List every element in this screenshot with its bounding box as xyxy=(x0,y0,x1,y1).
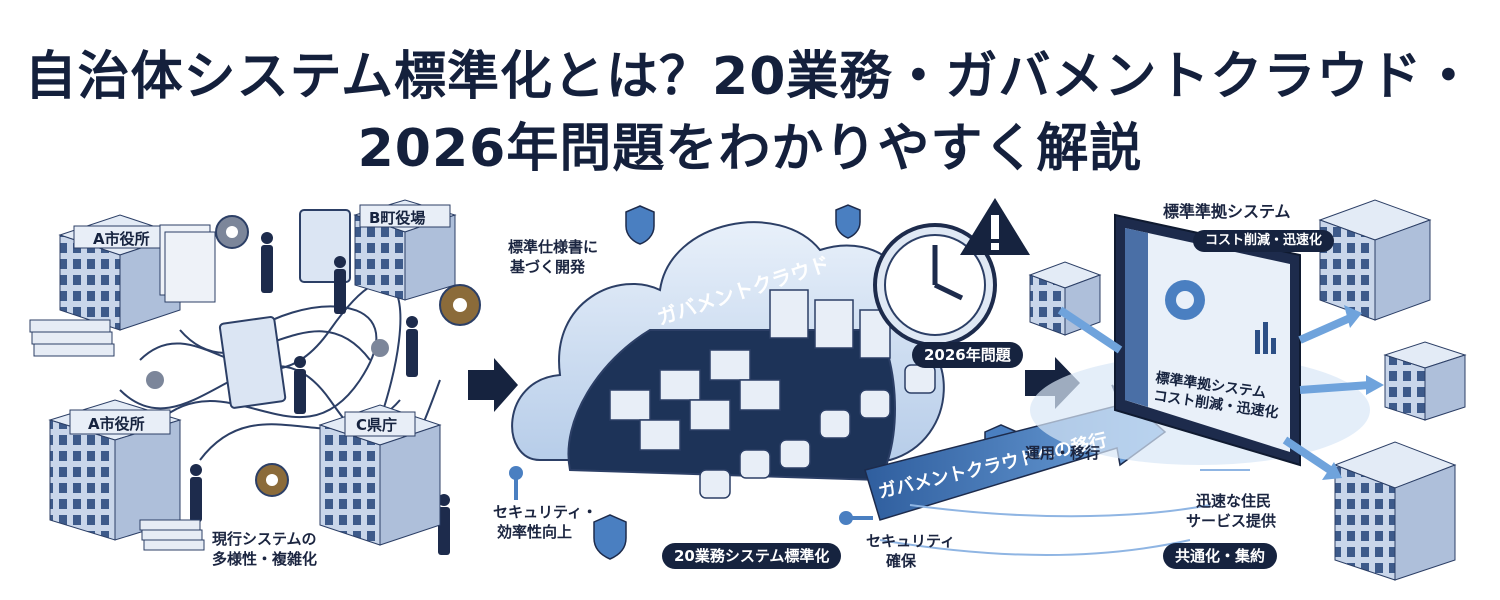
current-system-caption-1: 現行システムの xyxy=(212,530,317,548)
building-b-sign: B町役場 xyxy=(369,209,425,227)
spec-note-2: 基づく開発 xyxy=(510,258,586,276)
monitor xyxy=(1114,213,1301,467)
service-note-2: サービス提供 xyxy=(1186,512,1277,530)
building-a-top xyxy=(58,214,182,331)
building-c xyxy=(318,404,442,546)
standard-system-title: 標準準拠システム xyxy=(1163,202,1291,221)
building-c-sign: C県庁 xyxy=(356,416,397,434)
building-b xyxy=(353,199,457,301)
building-a-top-sign: A市役所 xyxy=(93,230,150,248)
person-icon xyxy=(190,232,450,555)
security-ensure-1: セキュリティ xyxy=(866,532,956,550)
distribution-arrow xyxy=(1057,306,1371,474)
flow-arrow-1 xyxy=(468,358,518,412)
page-title-line-1: 自治体システム標準化とは？20業務・ガバメントクラウド・ xyxy=(24,47,1476,107)
security-ensure-2: 確保 xyxy=(886,552,917,570)
operation-migration: 運用・移行 xyxy=(1025,444,1101,462)
current-system-caption-2: 多様性・複雑化 xyxy=(212,550,318,568)
warning-icon xyxy=(960,198,1030,255)
pill-20-standardization: 20業務システム標準化 xyxy=(662,543,842,569)
pill-cost-reduction: コスト削減・迅速化 xyxy=(1193,230,1335,252)
gear-icon xyxy=(146,215,481,497)
connection-line xyxy=(879,469,1250,556)
security-efficiency-1: セキュリティ・ xyxy=(493,503,598,521)
document-stack-icon xyxy=(139,519,205,551)
pill-common-consolidation: 共通化・集約 xyxy=(1163,543,1278,569)
database-icon xyxy=(699,364,936,499)
page-title-line-2: 2026年問題をわかりやすく解説 xyxy=(357,119,1143,179)
document-stack-icon xyxy=(29,224,216,357)
spec-note-1: 標準仕様書に xyxy=(508,238,599,256)
pill-2026-problem: 2026年問題 xyxy=(912,342,1023,368)
service-note-1: 迅速な住民 xyxy=(1196,492,1272,510)
building-a-bottom xyxy=(48,399,182,541)
security-efficiency-2: 効率性向上 xyxy=(497,523,573,541)
building-a-bottom-sign: A市役所 xyxy=(88,415,145,433)
key-icon xyxy=(509,466,873,525)
server-icon xyxy=(609,289,891,451)
